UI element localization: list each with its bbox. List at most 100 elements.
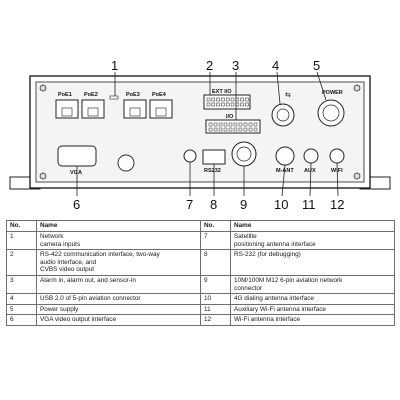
terminal-pin — [211, 102, 216, 107]
table-row: 5 Power supply 11 Auxiliary Wi-Fi antenn… — [6, 303, 395, 316]
terminal-pin — [248, 127, 253, 132]
table-header-row: No. Name No. Name — [6, 220, 395, 232]
terminal-pin — [218, 122, 223, 127]
terminal-pin — [238, 127, 243, 132]
row-no-left: 2 — [6, 249, 37, 276]
row-no-right: 9 — [200, 274, 231, 295]
callout-6: 6 — [73, 197, 80, 212]
leader-line — [281, 164, 286, 197]
table-row: 4 USB 2.0 of 5-pin aviation connector 10… — [6, 293, 395, 305]
leader-line — [336, 162, 339, 197]
row-name-left: VGA video output interface — [36, 314, 201, 326]
terminal-pin — [225, 102, 230, 107]
usb-connector-inner — [276, 108, 290, 122]
gps-antenna-connector[interactable] — [183, 149, 197, 163]
row-no-left: 1 — [6, 230, 37, 251]
poe-ports: PoE1 PoE2 PoE3 PoE4 — [55, 92, 173, 119]
poe4-label: PoE4 — [152, 92, 167, 98]
terminal-pin — [243, 122, 248, 127]
poe2-label: PoE2 — [84, 92, 98, 98]
terminal-pin — [233, 127, 238, 132]
terminal-pin — [248, 122, 253, 127]
power-label: POWER — [322, 90, 343, 96]
terminal-pins — [206, 97, 258, 132]
power-connector[interactable] — [317, 99, 345, 127]
io-label: I/O — [226, 114, 234, 120]
rs232-label: RS232 — [204, 168, 221, 174]
aux-connector[interactable] — [303, 148, 319, 164]
leader-line — [316, 71, 327, 101]
row-name-right: Wi-Fi antenna interface — [230, 314, 395, 326]
row-name-right: Auxiliary Wi-Fi antenna interface — [230, 303, 395, 316]
terminal-pin — [208, 127, 213, 132]
leader-line — [309, 162, 312, 197]
callout-8: 8 — [210, 197, 217, 212]
row-no-right: 11 — [200, 303, 231, 316]
m-ant-connector[interactable] — [275, 146, 295, 166]
terminal-pin — [240, 97, 244, 102]
usb-aviation-connector[interactable] — [271, 103, 295, 127]
terminal-pin — [218, 127, 223, 132]
header-name-left: Name — [36, 220, 201, 232]
wifi-connector[interactable] — [329, 148, 345, 164]
port-latch — [87, 107, 99, 117]
terminal-pin — [206, 97, 211, 102]
poe-port-1[interactable] — [55, 99, 79, 119]
screw-icon — [39, 84, 47, 92]
terminal-pin — [238, 122, 243, 127]
terminal-pin — [211, 97, 216, 102]
row-name-left: Power supply — [36, 303, 201, 316]
row-no-left: 4 — [6, 293, 37, 305]
terminal-pin — [228, 127, 233, 132]
indicator-led — [109, 95, 119, 100]
terminal-pin — [233, 122, 238, 127]
m12-network-connector[interactable] — [231, 141, 257, 167]
row-name-right: RS-232 (for debugging) — [230, 249, 395, 276]
callout-11: 11 — [302, 197, 316, 212]
rs232-connector[interactable] — [202, 149, 226, 165]
row-no-left: 5 — [6, 303, 37, 316]
ext-io-connector[interactable] — [203, 94, 251, 110]
row-no-right: 7 — [200, 230, 231, 251]
table-row: 1 Network camera inputs 7 Satellite posi… — [6, 230, 395, 251]
terminal-pin — [240, 102, 244, 107]
usb-icon: ⇆ — [285, 91, 291, 99]
row-name-right: Satellite positioning antenna interface — [230, 230, 395, 251]
terminal-pin — [208, 122, 213, 127]
callout-4: 4 — [272, 58, 279, 73]
terminal-pin — [230, 97, 235, 102]
power-connector-inner — [322, 104, 340, 122]
vga-connector[interactable] — [57, 145, 97, 167]
terminal-pin — [213, 122, 218, 127]
callout-1: 1 — [111, 58, 118, 73]
poe-port-2[interactable] — [81, 99, 105, 119]
row-name-left: RS-422 communication interface, two-way … — [36, 249, 201, 276]
row-name-right: 4G dialing antenna interface — [230, 293, 395, 305]
poe-port-4[interactable] — [149, 99, 173, 119]
row-no-right: 12 — [200, 314, 231, 326]
screw-icon — [353, 172, 361, 180]
callout-9: 9 — [240, 197, 247, 212]
table-row: 3 Alarm in, alarm out, and sensor-in 9 1… — [6, 274, 395, 295]
row-name-left: Alarm in, alarm out, and sensor-in — [36, 274, 201, 295]
table-row: 6 VGA video output interface 12 Wi-Fi an… — [6, 314, 395, 326]
terminal-pin — [221, 97, 225, 102]
m12-connector-inner — [236, 146, 252, 162]
callout-10: 10 — [274, 197, 288, 212]
table-row: 2 RS-422 communication interface, two-wa… — [6, 249, 395, 276]
callout-3: 3 — [232, 58, 239, 73]
row-no-right: 10 — [200, 293, 231, 305]
terminal-pin — [228, 122, 233, 127]
terminal-pin — [213, 127, 218, 132]
port-latch — [155, 107, 167, 117]
terminal-pin — [225, 97, 230, 102]
poe1-label: PoE1 — [58, 92, 72, 98]
poe3-label: PoE3 — [126, 92, 140, 98]
terminal-pin — [253, 127, 258, 132]
interface-table: No. Name No. Name 1 Network camera input… — [6, 220, 395, 326]
poe-port-3[interactable] — [123, 99, 147, 119]
terminal-pin — [216, 102, 220, 107]
rear-panel-diagram: PoE1 PoE2 PoE3 PoE4 EXT I/O I/O ⇆ POWER … — [9, 58, 391, 212]
screw-icon — [353, 84, 361, 92]
terminal-pin — [245, 102, 249, 107]
